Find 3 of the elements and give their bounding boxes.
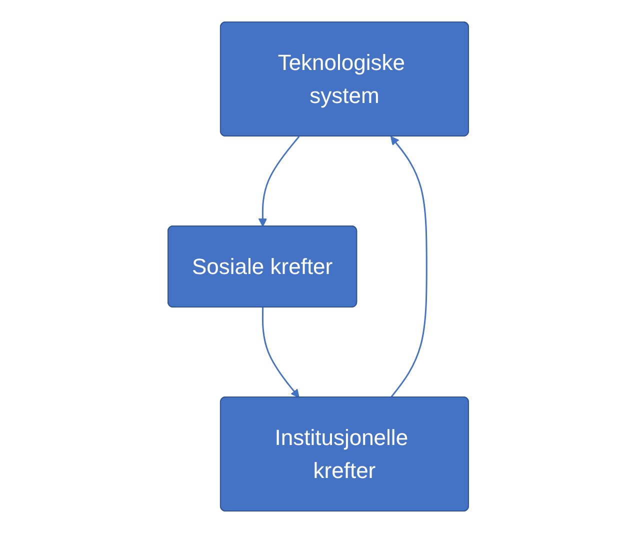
arrow bbox=[262, 307, 300, 398]
arrow bbox=[390, 136, 428, 398]
arrow bbox=[258, 136, 300, 227]
